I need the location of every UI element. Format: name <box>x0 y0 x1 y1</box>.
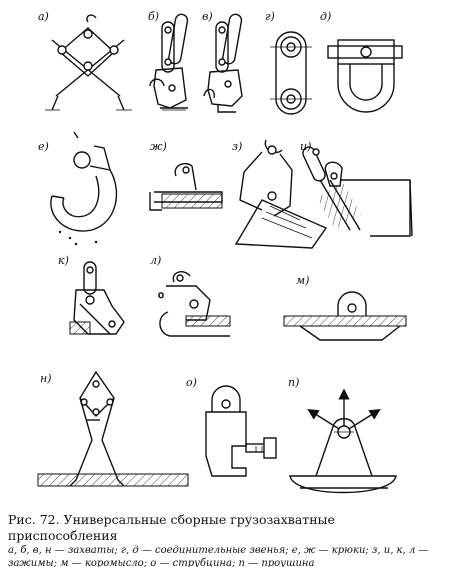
item-z-clamp: з) <box>232 139 328 249</box>
item-v-gripper: в) <box>202 10 243 113</box>
label-n: н) <box>40 372 52 385</box>
item-g-link: г) <box>265 10 312 115</box>
label-g: г) <box>265 10 275 23</box>
label-p: п) <box>288 376 299 389</box>
figure-caption: Рис. 72. Универсальные сборные грузозахв… <box>8 512 446 567</box>
label-d: д) <box>320 10 331 23</box>
item-a-gripper: а) <box>38 10 132 111</box>
label-v: в) <box>202 10 213 23</box>
item-zh-hook: ж) <box>149 140 223 211</box>
caption-legend: а, б, в, н — захваты; г, д — соединитель… <box>8 545 429 567</box>
item-b-gripper: б) <box>148 10 189 111</box>
caption-title: Рис. 72. Универсальные сборные грузозахв… <box>8 512 335 543</box>
item-p-eyelet: п) <box>288 376 397 494</box>
svg-text:o: o <box>158 290 164 301</box>
item-m-beam: м) <box>283 274 407 341</box>
label-a: а) <box>38 10 49 23</box>
item-o-cclamp: о) <box>186 376 277 477</box>
label-b: б) <box>148 10 159 23</box>
label-zh: ж) <box>150 140 167 153</box>
item-e-hook: е) <box>38 131 118 246</box>
item-k-clamp: к) <box>58 254 125 335</box>
item-i-clamp: и) <box>300 140 413 237</box>
label-e: е) <box>38 140 49 153</box>
item-d-shackle: д) <box>320 10 403 113</box>
label-l: л) <box>150 254 161 267</box>
figure-drawing: а) б) в) г) <box>37 10 413 494</box>
label-i: и) <box>300 140 311 153</box>
label-k: к) <box>58 254 69 267</box>
label-o: о) <box>186 376 197 389</box>
label-z: з) <box>232 140 242 153</box>
label-m: м) <box>296 274 309 287</box>
item-l-clamp: л) o <box>150 254 231 337</box>
item-n-tongs: н) <box>37 370 189 487</box>
